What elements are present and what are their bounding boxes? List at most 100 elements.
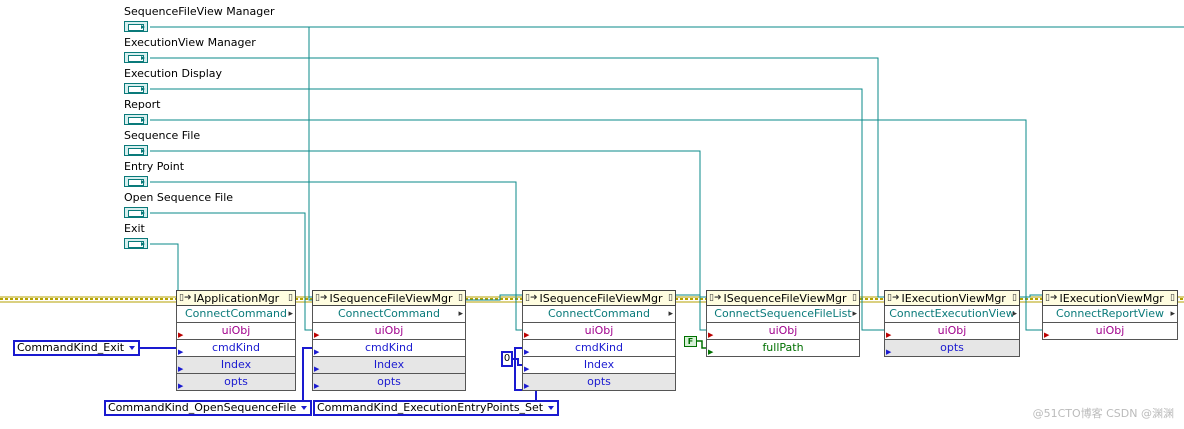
- invoke-node-sequencefileviewmgr-1[interactable]: ▯➜ ISequenceFileViewMgr ▯ ConnectCommand…: [312, 290, 466, 391]
- param-label: cmdKind: [575, 341, 623, 354]
- method-label: ConnectReportView: [1055, 307, 1165, 320]
- refnum-terminal-icon[interactable]: [124, 83, 148, 94]
- input-arrow-icon: ▶: [886, 331, 892, 339]
- refnum-terminal-icon[interactable]: [124, 52, 148, 63]
- param-label: opts: [377, 375, 401, 388]
- reference-out-icon: ▯: [288, 293, 293, 303]
- output-arrow-icon: ▸: [1012, 309, 1017, 319]
- param-label: uiObj: [937, 324, 967, 337]
- input-arrow-icon: ▶: [708, 348, 714, 356]
- node-method[interactable]: ConnectExecutionView▸: [884, 306, 1020, 323]
- output-arrow-icon: ▸: [458, 309, 463, 319]
- control-label: ExecutionView Manager: [124, 36, 256, 49]
- control-label: SequenceFileView Manager: [124, 5, 275, 18]
- param-opts[interactable]: ▶ opts: [522, 374, 676, 391]
- node-method[interactable]: ConnectCommand▸: [176, 306, 296, 323]
- param-label: uiObj: [768, 324, 798, 337]
- invoke-node-applicationmgr[interactable]: ▯➜ IApplicationMgr ▯ ConnectCommand▸ ▶ui…: [176, 290, 296, 391]
- param-label: uiObj: [584, 324, 614, 337]
- dropdown-arrow-icon[interactable]: [301, 406, 308, 410]
- input-arrow-icon: ▶: [886, 348, 892, 356]
- refnum-wires: [150, 26, 1184, 331]
- reference-in-icon: ▯➜: [709, 293, 722, 303]
- numeric-constant-index[interactable]: 0: [501, 351, 513, 367]
- param-label: Index: [220, 358, 252, 371]
- control-label: Report: [124, 98, 161, 111]
- reference-out-icon: ▯: [852, 293, 857, 303]
- param-opts[interactable]: ▶ opts: [312, 374, 466, 391]
- reference-out-icon: ▯: [668, 293, 673, 303]
- control-label: Sequence File: [124, 129, 201, 142]
- boolean-constant-false[interactable]: F: [684, 336, 697, 347]
- node-method[interactable]: ConnectCommand ▸: [522, 306, 676, 323]
- refnum-terminal-icon[interactable]: [124, 238, 148, 249]
- refnum-terminal-icon[interactable]: [124, 145, 148, 156]
- param-label: cmdKind: [212, 341, 260, 354]
- node-class: ISequenceFileViewMgr: [539, 291, 663, 305]
- node-header: ▯➜ ISequenceFileViewMgr ▯: [522, 290, 676, 306]
- param-cmdkind[interactable]: ▶ cmdKind: [522, 340, 676, 357]
- refnum-terminal-icon[interactable]: [124, 21, 148, 32]
- enum-constant-entry-points-set[interactable]: CommandKind_ExecutionEntryPoints_Set: [313, 400, 560, 416]
- param-fullpath[interactable]: ▶fullPath: [706, 340, 860, 357]
- node-method[interactable]: ConnectCommand ▸: [312, 306, 466, 323]
- param-index[interactable]: ▶Index: [312, 357, 466, 374]
- refnum-terminal-icon[interactable]: [124, 207, 148, 218]
- node-class: ISequenceFileViewMgr: [723, 291, 847, 305]
- param-opts[interactable]: ▶ opts: [884, 340, 1020, 357]
- param-uiobj[interactable]: ▶ uiObj: [522, 323, 676, 340]
- param-cmdkind[interactable]: ▶ cmdKind: [176, 340, 296, 357]
- method-label: ConnectCommand: [547, 307, 651, 320]
- param-label: Index: [583, 358, 615, 371]
- node-method[interactable]: ConnectSequenceFileList▸: [706, 306, 860, 323]
- node-class: IExecutionViewMgr: [901, 291, 1006, 305]
- dropdown-arrow-icon[interactable]: [548, 406, 555, 410]
- enum-constant-exit[interactable]: CommandKind_Exit: [13, 340, 141, 356]
- enum-value: CommandKind_OpenSequenceFile: [108, 401, 297, 414]
- param-uiobj[interactable]: ▶ uiObj: [884, 323, 1020, 340]
- invoke-node-executionviewmgr-2[interactable]: ▯➜ IExecutionViewMgr ▯ ConnectReportView…: [1042, 290, 1178, 340]
- enum-constant-open-sequence-file[interactable]: CommandKind_OpenSequenceFile: [104, 400, 313, 416]
- input-arrow-icon: ▶: [314, 348, 320, 356]
- reference-in-icon: ▯➜: [887, 293, 900, 303]
- node-class: IExecutionViewMgr: [1059, 291, 1164, 305]
- node-header: ▯➜ IExecutionViewMgr ▯: [884, 290, 1020, 306]
- param-label: uiObj: [374, 324, 404, 337]
- input-arrow-icon: ▶: [524, 331, 530, 339]
- input-arrow-icon: ▶: [524, 348, 530, 356]
- param-uiobj[interactable]: ▶uiObj: [1042, 323, 1178, 340]
- input-arrow-icon: ▶: [524, 382, 530, 390]
- param-uiobj[interactable]: ▶uiObj: [706, 323, 860, 340]
- input-arrow-icon: ▶: [178, 348, 184, 356]
- invoke-node-executionviewmgr-1[interactable]: ▯➜ IExecutionViewMgr ▯ ConnectExecutionV…: [884, 290, 1020, 357]
- param-label: uiObj: [1095, 324, 1125, 337]
- control-label: Exit: [124, 222, 145, 235]
- input-arrow-icon: ▶: [314, 382, 320, 390]
- output-arrow-icon: ▸: [668, 309, 673, 319]
- param-index[interactable]: ▶ Index: [176, 357, 296, 374]
- param-uiobj[interactable]: ▶uiObj: [312, 323, 466, 340]
- node-header: ▯➜ IApplicationMgr ▯: [176, 290, 296, 306]
- method-label: ConnectCommand: [337, 307, 441, 320]
- output-arrow-icon: ▸: [288, 309, 293, 319]
- invoke-node-sequencefileviewmgr-2[interactable]: ▯➜ ISequenceFileViewMgr ▯ ConnectCommand…: [522, 290, 676, 391]
- control-label: Execution Display: [124, 67, 223, 80]
- param-opts[interactable]: ▶opts: [176, 374, 296, 391]
- node-class: IApplicationMgr: [193, 291, 280, 305]
- output-arrow-icon: ▸: [852, 309, 857, 319]
- invoke-node-sequencefileviewmgr-3[interactable]: ▯➜ ISequenceFileViewMgr ▯ ConnectSequenc…: [706, 290, 860, 357]
- refnum-terminal-icon[interactable]: [124, 114, 148, 125]
- node-method[interactable]: ConnectReportView▸: [1042, 306, 1178, 323]
- param-cmdkind[interactable]: ▶cmdKind: [312, 340, 466, 357]
- param-index[interactable]: ▶Index: [522, 357, 676, 374]
- input-arrow-icon: ▶: [178, 365, 184, 373]
- param-label: uiObj: [221, 324, 251, 337]
- param-uiobj[interactable]: ▶uiObj: [176, 323, 296, 340]
- node-class: ISequenceFileViewMgr: [329, 291, 453, 305]
- dropdown-arrow-icon[interactable]: [129, 346, 136, 350]
- param-label: opts: [940, 341, 964, 354]
- control-label: Entry Point: [124, 160, 185, 173]
- param-label: opts: [587, 375, 611, 388]
- refnum-terminal-icon[interactable]: [124, 176, 148, 187]
- method-label: ConnectExecutionView: [889, 307, 1015, 320]
